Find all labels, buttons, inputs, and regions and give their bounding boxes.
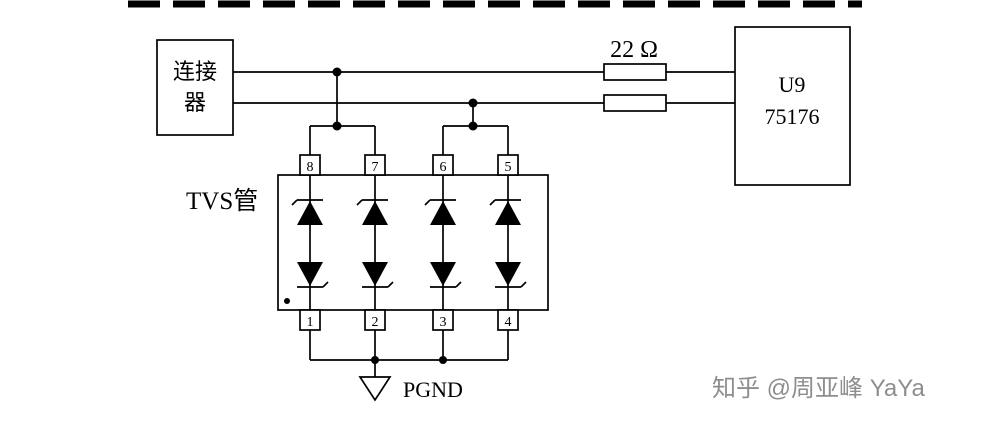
tvs-diode-up-icon	[362, 201, 388, 225]
pin-number: 4	[505, 315, 512, 330]
series-resistors: 22 Ω	[603, 37, 667, 112]
pgnd-symbol-icon	[358, 376, 392, 402]
tvs-section-label: TVS管	[186, 187, 258, 215]
pin-box-5	[497, 154, 519, 176]
junction-dot	[439, 356, 447, 364]
pgnd-label: PGND	[403, 377, 463, 402]
u9-outline	[734, 26, 851, 186]
zener-tick	[387, 281, 394, 288]
pin-box-7	[364, 154, 386, 176]
tvs-diode-down-icon	[430, 262, 456, 286]
zener-tick	[424, 199, 431, 206]
zener-tick	[489, 199, 496, 206]
connector-box: 连接 器	[156, 39, 234, 136]
top-pin-boxes: 8 7 6 5	[299, 154, 519, 176]
ground-network: PGND	[309, 330, 509, 402]
tvs-diode-up-icon	[495, 201, 521, 225]
pin-number: 1	[307, 315, 314, 330]
pin-box-6	[432, 154, 454, 176]
pin-number: 8	[307, 160, 314, 175]
connector-label-line1: 连接	[173, 59, 217, 84]
tvs-diode-up-icon	[430, 201, 456, 225]
tvs-diode-down-icon	[362, 262, 388, 286]
pin-number: 7	[372, 160, 379, 175]
resistor-top	[603, 63, 667, 81]
u9-part-label: 75176	[765, 104, 820, 129]
watermark: 知乎 @周亚峰 YaYa	[712, 375, 925, 402]
zener-tick	[322, 281, 329, 288]
pin-box-8	[299, 154, 321, 176]
junction-dot	[332, 121, 342, 131]
junction-dot	[468, 121, 478, 131]
u9-ref-label: U9	[779, 72, 806, 97]
u9-box: U9 75176	[734, 26, 851, 186]
pin-number: 5	[505, 160, 512, 175]
pin1-indicator-dot	[284, 298, 290, 304]
resistor-bottom	[603, 94, 667, 112]
junction-dot	[332, 67, 342, 77]
tvs-channel	[291, 175, 329, 310]
bottom-pin-boxes: 1 2 3 4	[299, 309, 519, 331]
connector-outline	[156, 39, 234, 136]
connector-label-line2: 器	[184, 90, 206, 115]
zener-tick	[455, 281, 462, 288]
tvs-channel	[356, 175, 394, 310]
zener-tick	[291, 199, 298, 206]
tap-wires	[309, 67, 509, 155]
pin-number: 2	[372, 315, 379, 330]
tvs-diode-down-icon	[495, 262, 521, 286]
tvs-diode-down-icon	[297, 262, 323, 286]
zener-tick	[356, 199, 363, 206]
zener-tick	[520, 281, 527, 288]
tvs-diode-up-icon	[297, 201, 323, 225]
tvs-channel	[489, 175, 527, 310]
bus-wires	[233, 71, 735, 104]
junction-dot	[468, 98, 478, 108]
pin-number: 3	[440, 315, 447, 330]
resistor-value-label: 22 Ω	[610, 37, 658, 63]
tvs-channel	[424, 175, 462, 310]
pin-number: 6	[440, 160, 447, 175]
